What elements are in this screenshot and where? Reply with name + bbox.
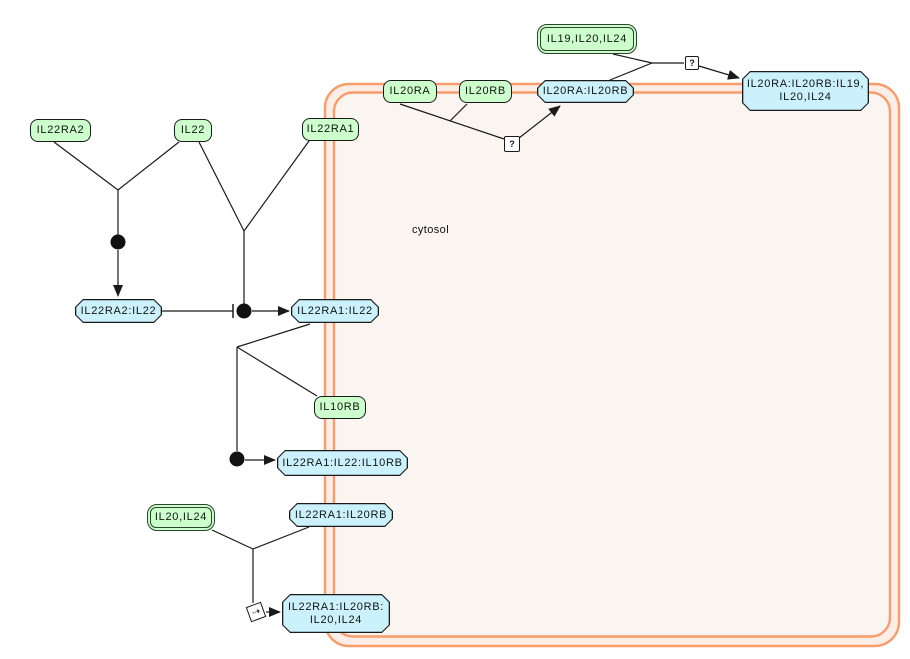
- edge-il22ra1-il22-input: [236, 323, 311, 348]
- node-il22ra2[interactable]: IL22RA2: [30, 119, 91, 142]
- node-il22[interactable]: IL22: [174, 119, 212, 142]
- reaction-node-il22ra1-il22-il10rb[interactable]: [229, 451, 245, 467]
- compartment-label-cytosol: cytosol: [412, 224, 450, 236]
- edge-il20ra-il20rb-input: [609, 62, 653, 81]
- edge-il19-il20-il24-input: [612, 53, 653, 64]
- node-il22ra2-label: IL22RA2: [36, 124, 85, 136]
- node-cx-il20ra-il20rb-label: IL20RA:IL20RB: [542, 85, 629, 97]
- set-inner-border: IL19,IL20,IL24: [540, 27, 634, 51]
- node-cx-il22ra1-il20rb-label: IL22RA1:IL20RB: [294, 508, 388, 521]
- node-cx-il22ra1-il22-il10rb-label: IL22RA1:IL22:IL10RB: [282, 456, 403, 469]
- edges-layer: [53, 53, 740, 617]
- set-inner-border: IL20,IL24: [150, 507, 212, 528]
- node-set-il19-il20-il24[interactable]: IL19,IL20,IL24: [537, 24, 637, 54]
- node-cx-il22ra2-il22-label: IL22RA2:IL22: [80, 304, 157, 317]
- node-cx-il22ra1-il22-il10rb[interactable]: IL22RA1:IL22:IL10RB: [277, 450, 408, 476]
- node-cx-il22ra1-il20rb-il20-il24-label: IL22RA1:IL20RB: IL20,IL24: [287, 600, 385, 626]
- reaction-node-il22ra1-il22[interactable]: [236, 303, 252, 319]
- edge-il20ra-input: [399, 103, 505, 140]
- node-cx-il22ra1-il20rb[interactable]: IL22RA1:IL20RB: [289, 503, 393, 527]
- node-il20rb-label: IL20RB: [465, 85, 506, 97]
- node-cx-il20ra-il20rb-il19-il20-il24[interactable]: IL20RA:IL20RB:IL19, IL20,IL24: [742, 71, 869, 111]
- reaction-nodes: [110, 234, 252, 467]
- node-cx-il22ra1-il22[interactable]: IL22RA1:IL22: [291, 299, 379, 323]
- edge-il22-input-a: [117, 141, 180, 191]
- node-set-il19-il20-il24-label: IL19,IL20,IL24: [546, 32, 628, 45]
- node-cx-il22ra1-il20rb-il20-il24[interactable]: IL22RA1:IL20RB: IL20,IL24: [282, 594, 390, 633]
- edge-il22ra2-input: [53, 141, 119, 191]
- node-set-il20-il24[interactable]: IL20,IL24: [147, 504, 215, 531]
- node-il20ra[interactable]: IL20RA: [383, 80, 437, 103]
- node-cx-il20ra-il20rb-il19-il20-il24-label: IL20RA:IL20RB:IL19, IL20,IL24: [746, 78, 865, 103]
- edge-il20-il24-input: [211, 529, 254, 550]
- cell-membrane: [323, 82, 901, 648]
- edge-il22-input-b: [198, 141, 245, 232]
- node-il10rb-label: IL10RB: [319, 401, 361, 413]
- uncertain-process-icon[interactable]: ?: [685, 56, 699, 70]
- node-il22ra1[interactable]: IL22RA1: [302, 118, 359, 141]
- node-cx-il20ra-il20rb[interactable]: IL20RA:IL20RB: [537, 80, 634, 103]
- edge-il22ra1-il20rb-input: [252, 526, 310, 550]
- node-cx-il22ra2-il22[interactable]: IL22RA2:IL22: [75, 299, 162, 323]
- node-il20ra-label: IL20RA: [389, 85, 431, 97]
- edge-il22ra1-input: [243, 140, 310, 232]
- edge-il10rb-input: [236, 346, 318, 397]
- node-il20rb[interactable]: IL20RB: [459, 80, 512, 103]
- reaction-node-il22ra2-il22[interactable]: [110, 234, 126, 250]
- uncertain-process-icon[interactable]: ?: [504, 136, 520, 152]
- node-il22-label: IL22: [180, 124, 206, 136]
- edge-il20rb-input: [449, 103, 468, 122]
- node-cx-il22ra1-il22-label: IL22RA1:IL22: [297, 304, 373, 317]
- edge-output-big-complex: [698, 65, 740, 80]
- node-il22ra1-label: IL22RA1: [306, 123, 355, 135]
- edge-output-il20ra-il20rb: [518, 105, 561, 139]
- node-set-il20-il24-label: IL20,IL24: [154, 511, 208, 523]
- node-il10rb[interactable]: IL10RB: [314, 396, 366, 419]
